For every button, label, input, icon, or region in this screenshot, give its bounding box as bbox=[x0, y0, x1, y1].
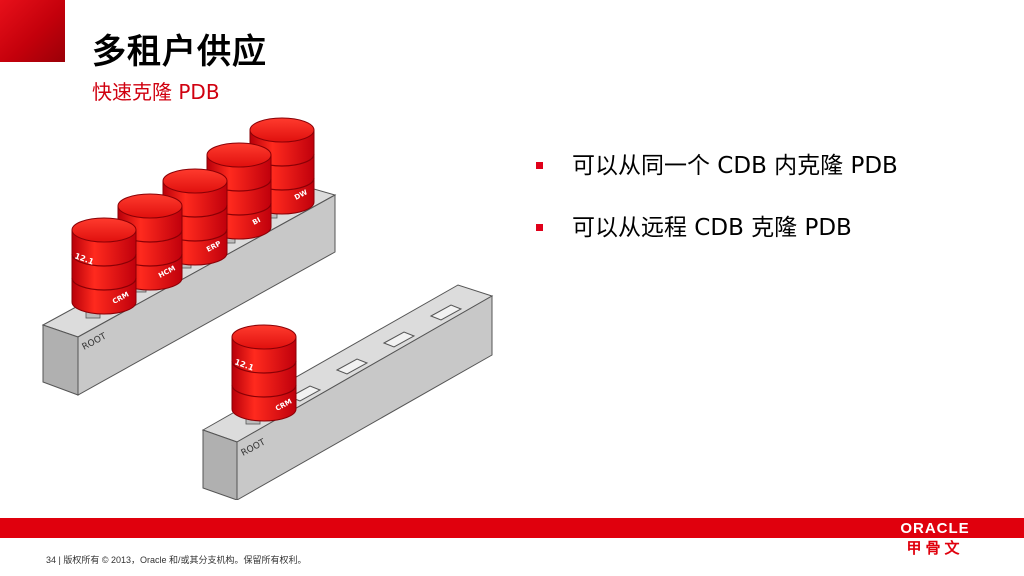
bullet-list: 可以从同一个 CDB 内克隆 PDB 可以从远程 CDB 克隆 PDB bbox=[536, 150, 956, 274]
db-label-bi: BI bbox=[251, 216, 262, 227]
corner-accent-block bbox=[0, 0, 65, 62]
page-subtitle: 快速克隆 PDB bbox=[92, 80, 220, 104]
empty-pdb-slot bbox=[288, 385, 322, 402]
database-icon-erp: ERP bbox=[162, 168, 228, 266]
database-icon-bi: BI bbox=[206, 142, 272, 240]
database-icon-crm: 12.1 CRM bbox=[71, 217, 137, 315]
bullet-text: 可以从远程 CDB 克隆 PDB bbox=[572, 215, 852, 241]
square-bullet-icon bbox=[536, 224, 543, 231]
bullet-item: 可以从远程 CDB 克隆 PDB bbox=[536, 212, 956, 244]
bullet-item: 可以从同一个 CDB 内克隆 PDB bbox=[536, 150, 956, 182]
database-icon-dw: DW bbox=[249, 117, 315, 215]
footer-divider: | bbox=[58, 555, 64, 565]
database-icon-crm-clone: 12.1 CRM bbox=[231, 324, 297, 422]
pdb-clone-illustration: ROOT DW BI ERP HCM 12.1 CRM ROOT bbox=[41, 117, 494, 500]
page-number: 34 bbox=[46, 555, 57, 565]
empty-pdb-slot bbox=[382, 331, 416, 348]
copyright-text: 版权所有 © 2013，Oracle 和/或其分支机构。保留所有权利。 bbox=[63, 555, 307, 565]
footer-bar bbox=[0, 518, 1024, 538]
oracle-logo: ORACLE bbox=[900, 520, 970, 537]
bullet-text: 可以从同一个 CDB 内克隆 PDB bbox=[572, 153, 898, 179]
footer-text: 34 | 版权所有 © 2013，Oracle 和/或其分支机构。保留所有权利。 bbox=[46, 553, 307, 566]
page-title: 多租户供应 bbox=[92, 32, 267, 72]
oracle-logo-cn: 甲骨文 bbox=[906, 539, 964, 557]
square-bullet-icon bbox=[536, 162, 543, 169]
empty-pdb-slot bbox=[429, 304, 463, 321]
database-icon-hcm: HCM bbox=[117, 193, 183, 291]
empty-pdb-slot bbox=[335, 358, 369, 375]
